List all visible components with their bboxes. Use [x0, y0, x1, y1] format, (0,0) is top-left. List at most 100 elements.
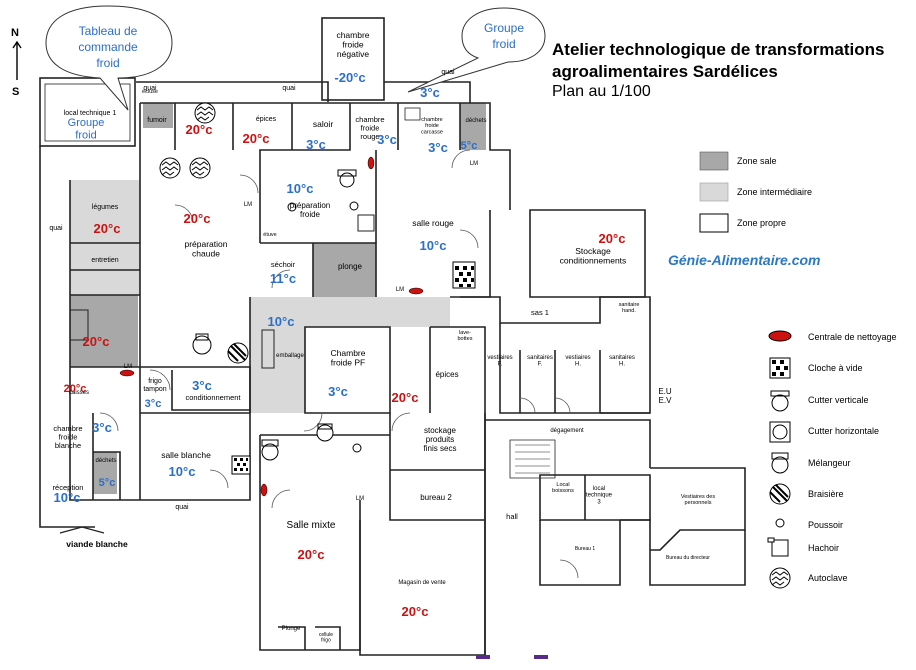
quai-label: quai: [175, 504, 189, 511]
pusher-icon: [287, 202, 297, 212]
quai-label: quai: [441, 69, 455, 76]
temperature-label: 5°c: [461, 140, 478, 152]
temperature-label: 3°c: [145, 398, 162, 410]
quai-label: quai: [282, 85, 296, 92]
room-label: saloir: [313, 119, 333, 129]
temperature-label: 3°c: [420, 85, 440, 100]
zone-legend: Zone sale Zone intermédiaire Zone propre: [699, 151, 812, 233]
zone-sale-dechets-bottom: [93, 452, 117, 494]
zone-legend-swatch-sale: [699, 151, 729, 171]
etuve-label: étuve: [263, 232, 276, 238]
horizontal-cutter-icon: [769, 421, 791, 443]
zone-sale-fumoir: [143, 103, 173, 128]
temperature-label: 20°c: [83, 334, 110, 349]
room-label: épices: [256, 116, 277, 123]
zone-legend-label-sale: Zone sale: [737, 156, 777, 166]
ecluse-label: écluse: [142, 89, 158, 95]
zone-shading: [70, 103, 486, 494]
cleaning-station-icon: [260, 483, 268, 497]
walls: [39, 17, 746, 656]
plan-title-line1: Atelier technologique de transformations: [552, 40, 885, 59]
equipment-legend-label: Braisière: [808, 489, 844, 499]
autoclave-icon: [194, 102, 216, 124]
equipment-legend-label: Centrale de nettoyage: [808, 332, 897, 342]
callout-groupe-line2: froid: [492, 37, 515, 51]
temperature-label: 20°c: [599, 231, 626, 246]
callout-tableau-line3: froid: [96, 56, 119, 70]
zone-intermediaire-legumes: [70, 180, 140, 295]
room-label: Bureau 1: [575, 546, 596, 552]
room-label: épices: [435, 370, 458, 379]
temperature-label: 3°c: [192, 378, 212, 393]
quai-label: quai: [49, 225, 63, 232]
purple-marker: [534, 655, 548, 659]
callout-tableau-line2: commande: [78, 40, 138, 54]
compass-south: S: [12, 86, 19, 98]
room-label: plonge: [338, 262, 363, 271]
vacuum-bell-icon: [769, 357, 791, 379]
temperature-label: 20°c: [184, 211, 211, 226]
temperature-label: 20°c: [298, 547, 325, 562]
room-label: salle rouge: [412, 218, 454, 228]
room-label: déchets: [465, 118, 486, 124]
cleaning-station-icon: [119, 369, 135, 377]
temperature-label: 5°c: [99, 477, 116, 489]
mixer-icon: [316, 423, 334, 442]
room-label: Magasin de vente: [398, 580, 446, 586]
mixer-icon: [771, 452, 789, 474]
room-label: caisses: [69, 390, 89, 396]
vacuum-bell-icon: [452, 261, 476, 289]
purple-marker: [476, 655, 490, 659]
zone-sale-dechets-top: [460, 103, 486, 150]
compass: N S: [11, 27, 22, 98]
room-label: réception: [53, 483, 84, 492]
room-label: hall: [506, 512, 518, 521]
quai-label: quai: [143, 85, 157, 92]
room-label: séchoir: [271, 260, 296, 269]
room-label: légumes: [92, 204, 119, 211]
room-label: conditionnement: [185, 393, 241, 402]
room-label: sas 1: [531, 308, 549, 317]
temperature-label: 10°c: [54, 490, 81, 505]
temperature-label: 3°c: [428, 140, 448, 155]
autoclave-icon: [189, 157, 211, 179]
temperature-label: 20°c: [243, 131, 270, 146]
zone-intermediaire-emballage: [250, 315, 305, 413]
equipment-legend-label: Autoclave: [808, 573, 848, 583]
callout-groupe-line1: Groupe: [484, 21, 524, 35]
lm-label: LM: [124, 364, 132, 370]
zone-legend-label-propre: Zone propre: [737, 218, 786, 228]
website-label: Génie-Alimentaire.com: [668, 252, 821, 268]
plan-scale: Plan au 1/100: [552, 83, 651, 100]
vacuum-bell-icon: [231, 455, 251, 475]
temperature-label: 20°c: [94, 221, 121, 236]
zone-legend-swatch-intermediaire: [699, 182, 729, 202]
room-label: dégagement: [550, 428, 584, 434]
vertical-cutter-icon: [770, 390, 790, 412]
temperature-label: 3°c: [306, 137, 326, 152]
lm-label: LM: [396, 287, 404, 293]
callout-tableau-line1: Tableau de: [79, 24, 138, 38]
pusher-icon: [352, 443, 362, 453]
zone-sale-plonge-left: [70, 295, 138, 367]
mixer-icon: [192, 333, 212, 355]
room-label: Bureau du directeur: [666, 555, 710, 561]
room-label: Salle mixte: [287, 520, 336, 531]
room-label: déchets: [95, 458, 116, 464]
equipment-legend: [767, 330, 792, 589]
equipment-legend-label: Cutter horizontale: [808, 426, 879, 436]
callout-groupe-froid: Groupe froid: [407, 7, 546, 93]
compass-north: N: [11, 27, 19, 39]
pusher-icon: [775, 518, 785, 528]
